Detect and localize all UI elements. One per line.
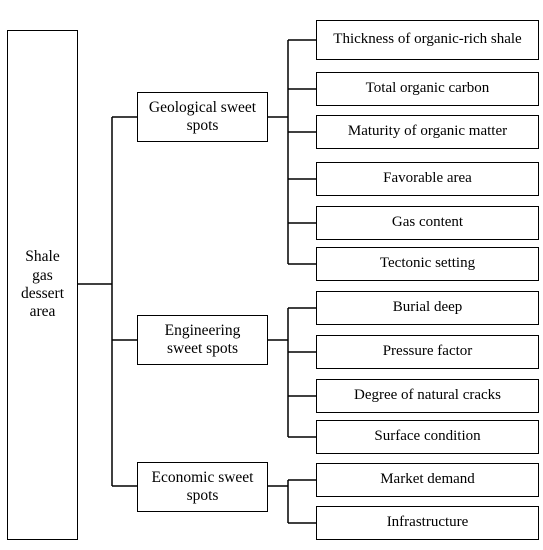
leaf-surface-condition: Surface condition [316, 420, 539, 454]
category-economic: Economic sweet spots [137, 462, 268, 512]
leaf-label: Infrastructure [386, 514, 469, 531]
leaf-gas-content: Gas content [316, 206, 539, 240]
leaf-total-organic-carbon: Total organic carbon [316, 72, 539, 106]
leaf-label: Total organic carbon [365, 80, 490, 97]
category-label: Engineering sweet spots [164, 321, 241, 357]
leaf-label: Gas content [391, 214, 464, 231]
leaf-label: Favorable area [383, 170, 472, 187]
leaf-maturity-organic-matter: Maturity of organic matter [316, 115, 539, 149]
leaf-label: Market demand [380, 471, 475, 488]
leaf-label: Pressure factor [382, 343, 473, 360]
leaf-label: Maturity of organic matter [347, 123, 508, 140]
root-node: Shale gas dessert area [7, 30, 78, 540]
leaf-burial-deep: Burial deep [316, 291, 539, 325]
leaf-infrastructure: Infrastructure [316, 506, 539, 540]
leaf-label: Surface condition [374, 428, 481, 445]
root-label: Shale gas dessert area [20, 248, 65, 321]
leaf-label: Burial deep [392, 299, 463, 316]
leaf-pressure-factor: Pressure factor [316, 335, 539, 369]
leaf-market-demand: Market demand [316, 463, 539, 497]
category-label: Geological sweet spots [148, 98, 257, 134]
category-geological: Geological sweet spots [137, 92, 268, 142]
category-label: Economic sweet spots [151, 468, 254, 504]
leaf-label: Tectonic setting [379, 255, 476, 272]
leaf-favorable-area: Favorable area [316, 162, 539, 196]
leaf-thickness-organic-rich-shale: Thickness of organic-rich shale [316, 20, 539, 60]
leaf-degree-natural-cracks: Degree of natural cracks [316, 379, 539, 413]
leaf-label: Degree of natural cracks [354, 387, 501, 404]
leaf-label: Thickness of organic-rich shale [333, 31, 522, 48]
leaf-tectonic-setting: Tectonic setting [316, 247, 539, 281]
category-engineering: Engineering sweet spots [137, 315, 268, 365]
